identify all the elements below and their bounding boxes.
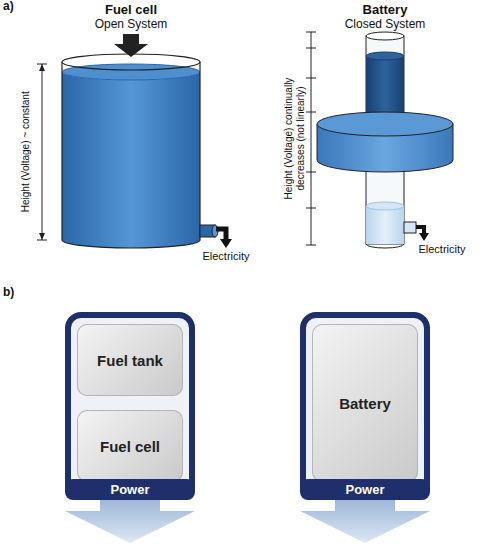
system-frame: Fuel tankFuel cell [65, 312, 195, 500]
figure-label: Electricity [410, 243, 474, 256]
component-box: Fuel tank [77, 324, 183, 396]
component-box: Battery [312, 324, 418, 482]
figure-label: Fuel cell [71, 3, 191, 18]
power-arrow: Power [55, 479, 205, 543]
figure-label: a) [3, 0, 33, 14]
component-box: Fuel cell [77, 410, 183, 482]
component-label: Fuel tank [97, 352, 163, 369]
figure-label: Electricity [194, 250, 258, 263]
power-arrow: Power [290, 479, 440, 543]
tank-figure [37, 34, 232, 248]
battery-figure [306, 32, 453, 248]
component-label: Battery [339, 395, 391, 412]
power-label: Power [290, 482, 440, 497]
dimension-label: Height (Voltage) continually decreases (… [283, 53, 306, 223]
dimension-label: Height (Voltage) ~ constant [20, 62, 32, 242]
component-label: Fuel cell [100, 438, 160, 455]
system-frame: Battery [300, 312, 430, 500]
power-label: Power [55, 482, 205, 497]
figure-label: Closed System [325, 18, 445, 32]
figure-label: Open System [71, 18, 191, 32]
figure-label: Battery [325, 3, 445, 18]
figure-label: b) [3, 286, 33, 300]
